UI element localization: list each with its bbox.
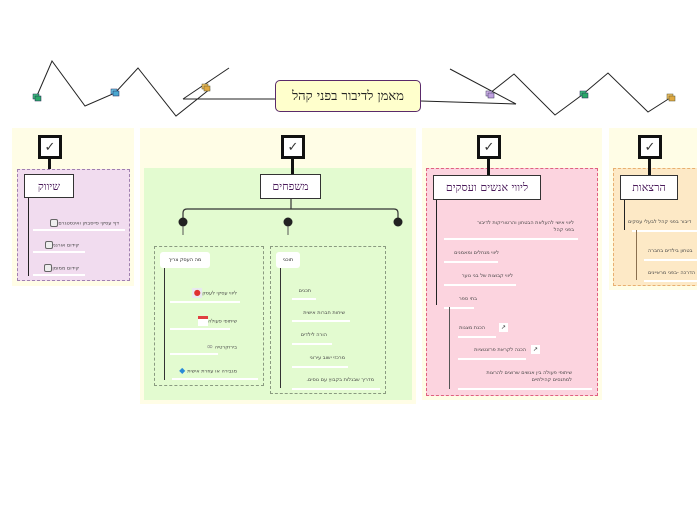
lectures-stem bbox=[648, 159, 651, 175]
item-underline bbox=[292, 343, 332, 345]
root-title: מאמן לדיבור בפני קהל bbox=[292, 89, 404, 104]
business-needs-group bbox=[154, 246, 264, 386]
business-item[interactable]: מגבירה או עוזרת אישית◆ bbox=[179, 366, 237, 375]
content-topic[interactable]: תוכני bbox=[276, 252, 300, 268]
content-item[interactable]: מדריך שבגלות בקבוץ עם נוסים. bbox=[306, 377, 374, 383]
content-item[interactable]: תכנים bbox=[298, 288, 311, 294]
fork-node bbox=[393, 217, 403, 227]
content-group bbox=[270, 246, 386, 394]
business-needs-topic[interactable]: מה העסק צריך bbox=[160, 252, 210, 268]
lectures-sub-item[interactable]: בטחון בילדים בחברה bbox=[648, 248, 693, 254]
item-underline bbox=[33, 251, 85, 253]
people-stem bbox=[487, 159, 490, 175]
item-underline bbox=[170, 301, 240, 303]
checkbox-icon[interactable] bbox=[44, 241, 53, 249]
families-checkbox-icon[interactable]: ✓ bbox=[281, 135, 305, 159]
mail-icon: ● bbox=[192, 288, 203, 298]
root-topic[interactable]: מאמן לדיבור בפני קהל bbox=[275, 80, 421, 112]
item-underline bbox=[292, 320, 350, 322]
lectures-item[interactable]: דיבור בפני קהל לבעלי עסקים bbox=[628, 219, 692, 225]
business-spine bbox=[164, 268, 165, 380]
marketing-topic[interactable]: שיווק bbox=[24, 174, 74, 198]
item-underline bbox=[644, 280, 697, 282]
lectures-spine bbox=[624, 200, 625, 230]
people-spine bbox=[436, 200, 437, 305]
item-underline bbox=[444, 261, 498, 263]
marketing-item[interactable]: דף עסקי פייסבוק ואינסטגרם bbox=[48, 219, 119, 228]
item-underline bbox=[632, 230, 697, 232]
people-item[interactable]: ליווי אישי להעלאת הבטחון והרטוריקות לדיב… bbox=[477, 220, 574, 233]
content-item[interactable]: שיחות חברות אישית bbox=[303, 310, 345, 316]
marketing-spine bbox=[28, 198, 29, 276]
item-underline bbox=[444, 307, 474, 309]
marketing-item[interactable]: קידום ממומן bbox=[42, 264, 79, 273]
link-icon: ∞ bbox=[206, 342, 214, 351]
families-topic[interactable]: משפחים bbox=[260, 174, 321, 199]
lectures-sub-item[interactable]: הדרכה -בפני מראיינים bbox=[648, 270, 696, 276]
item-underline bbox=[458, 358, 526, 360]
business-item[interactable]: שיתופי פעולה bbox=[196, 316, 237, 326]
people-item[interactable]: בתי ספר bbox=[458, 296, 477, 302]
topic-icon-markers bbox=[32, 83, 676, 102]
families-area bbox=[144, 168, 412, 400]
fork-node bbox=[283, 217, 293, 227]
checkbox-icon[interactable] bbox=[44, 264, 53, 272]
people-sub-spine bbox=[449, 307, 450, 389]
families-fork bbox=[178, 199, 403, 235]
item-underline bbox=[292, 388, 380, 390]
fork-node bbox=[178, 217, 188, 227]
item-underline bbox=[444, 284, 516, 286]
item-underline bbox=[458, 336, 496, 338]
content-item[interactable]: הורה לילדים bbox=[300, 332, 327, 338]
marketing-item[interactable]: קידום אורגני bbox=[43, 241, 79, 250]
zigzag-left bbox=[35, 60, 211, 117]
item-underline bbox=[33, 274, 85, 276]
people-sub-item[interactable]: הכנת מצגות bbox=[459, 325, 485, 331]
calendar-icon bbox=[198, 316, 209, 326]
checkbox-icon[interactable] bbox=[50, 219, 59, 227]
content-spine bbox=[280, 268, 281, 388]
item-underline bbox=[458, 388, 592, 390]
people-item[interactable]: ליווי קבוצות של בני נוער bbox=[461, 273, 513, 279]
item-underline bbox=[444, 238, 578, 240]
item-underline bbox=[172, 378, 258, 380]
item-underline bbox=[644, 259, 697, 261]
item-underline bbox=[170, 353, 218, 355]
marketing-checkbox-icon[interactable]: ✓ bbox=[38, 135, 62, 159]
families-stem bbox=[291, 159, 294, 175]
business-item[interactable]: ליווי עסקי לעסק● bbox=[192, 288, 237, 298]
item-underline bbox=[170, 328, 230, 330]
content-item[interactable]: מרכזי ישוב עירוני bbox=[309, 355, 345, 361]
external-link-icon[interactable]: ↗ bbox=[531, 345, 540, 354]
lectures-topic[interactable]: הרצאות bbox=[620, 175, 678, 200]
item-underline bbox=[292, 298, 316, 300]
item-underline bbox=[292, 366, 348, 368]
people-group bbox=[426, 168, 598, 396]
lectures-checkbox-icon[interactable]: ✓ bbox=[638, 135, 662, 159]
item-underline bbox=[33, 229, 125, 231]
people-sub-item[interactable]: הכנה לקראת פרזנטציות bbox=[474, 347, 526, 353]
people-topic[interactable]: ליווי אנשים ועסקים bbox=[433, 175, 541, 200]
external-link-icon[interactable]: ↗ bbox=[499, 323, 508, 332]
business-item[interactable]: בירוקרטיה∞ bbox=[206, 342, 237, 351]
marketing-stem bbox=[48, 159, 51, 173]
people-checkbox-icon[interactable]: ✓ bbox=[477, 135, 501, 159]
people-item[interactable]: ליווי מנחלים ומאמנים bbox=[454, 250, 499, 256]
lectures-sub-spine bbox=[636, 230, 637, 280]
bird-icon: ◆ bbox=[179, 366, 186, 375]
